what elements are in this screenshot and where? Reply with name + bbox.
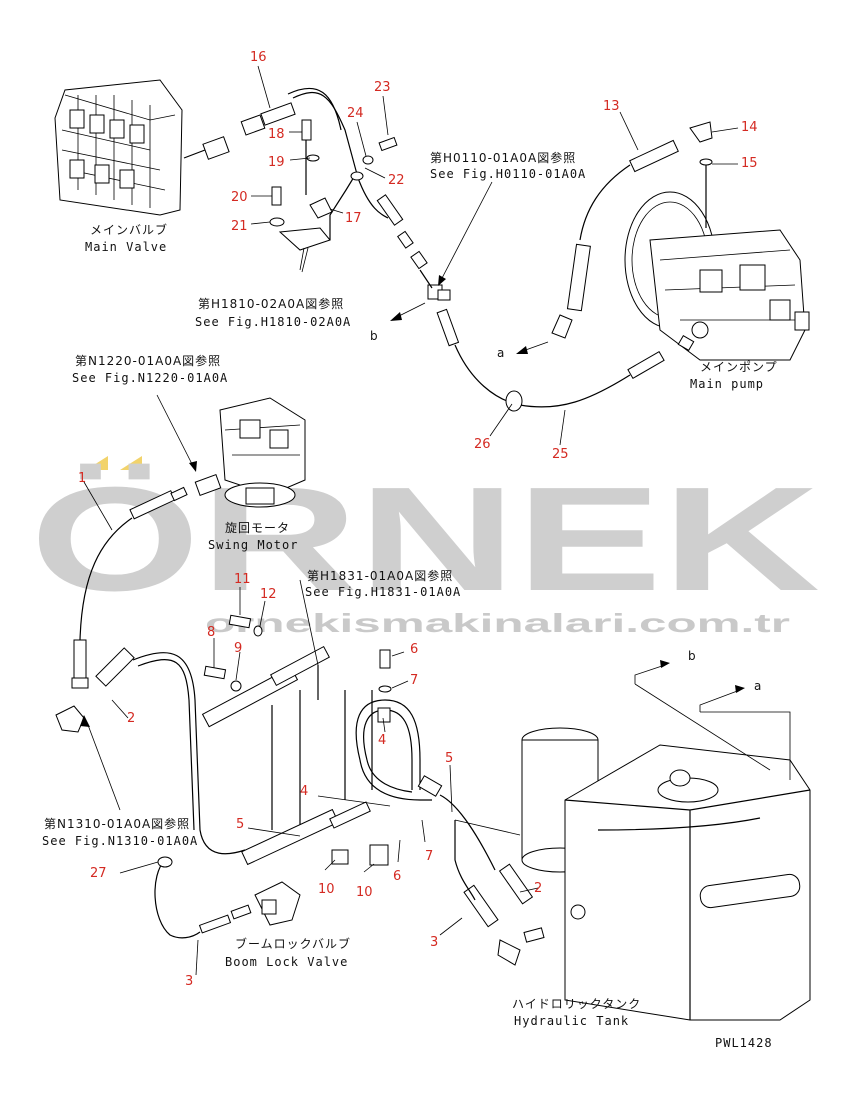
watermark-accent-right bbox=[120, 456, 142, 470]
hose-1 bbox=[71, 486, 188, 689]
bolts-8-12 bbox=[203, 614, 263, 692]
watermark-url: ornekismakinalari.com.tr bbox=[205, 608, 790, 638]
main-pump-jp: メインポンプ bbox=[700, 360, 778, 374]
callout-25: 25 bbox=[552, 447, 569, 462]
left-fitting bbox=[55, 705, 121, 811]
callout-11: 11 bbox=[234, 572, 251, 587]
hose-27 bbox=[154, 859, 201, 939]
callout-7-top: 7 bbox=[410, 673, 418, 688]
ref-n1310-jp: 第N1310-01A0A図参照 bbox=[44, 816, 190, 831]
labels: メインバルブ Main Valve 第H0110-01A0A図参照 See Fi… bbox=[42, 150, 778, 1050]
ref-n1220-jp: 第N1220-01A0A図参照 bbox=[75, 353, 221, 368]
callout-1: 1 bbox=[78, 471, 86, 486]
callout-5-center: 5 bbox=[236, 817, 244, 832]
watermark-accent-left bbox=[86, 456, 108, 470]
callout-7-bottom: 7 bbox=[425, 849, 433, 864]
callout-21: 21 bbox=[231, 219, 248, 234]
callout-13: 13 bbox=[603, 99, 620, 114]
boom-lock-valve bbox=[198, 881, 301, 934]
hydraulic-tank bbox=[521, 727, 811, 1021]
callout-2-left: 2 bbox=[127, 711, 135, 726]
callout-15: 15 bbox=[741, 156, 758, 171]
ref-h0110-en: See Fig.H0110-01A0A bbox=[430, 167, 586, 181]
boom-lock-jp: ブームロックバルブ bbox=[235, 936, 351, 951]
arrow-b-label: b bbox=[370, 329, 379, 343]
callout-22: 22 bbox=[388, 173, 405, 188]
ref-h0110-jp: 第H0110-01A0A図参照 bbox=[430, 150, 576, 165]
main-pump-en: Main pump bbox=[690, 377, 764, 391]
ref-h1810-jp: 第H1810-02A0A図参照 bbox=[198, 296, 344, 311]
ref-n1310-en: See Fig.N1310-01A0A bbox=[42, 834, 198, 848]
callout-3-right: 3 bbox=[430, 935, 438, 950]
ref-h1831-jp: 第H1831-01A0A図参照 bbox=[307, 568, 453, 583]
callout-17: 17 bbox=[345, 211, 362, 226]
watermark-brand: ÖRNEK bbox=[30, 457, 820, 622]
callout-27: 27 bbox=[90, 866, 107, 881]
callout-2-right: 2 bbox=[534, 881, 542, 896]
callout-9: 9 bbox=[234, 641, 242, 656]
clamp-bar-lower bbox=[241, 690, 389, 866]
ref-n1220-en: See Fig.N1220-01A0A bbox=[72, 371, 228, 385]
tee-fitting bbox=[419, 269, 521, 406]
elbow-14 bbox=[689, 121, 713, 228]
main-valve bbox=[54, 79, 183, 216]
callout-4-loop: 4 bbox=[378, 733, 386, 748]
leader-lines bbox=[83, 65, 739, 936]
hyd-tank-en: Hydraulic Tank bbox=[514, 1014, 629, 1028]
callout-6-bottom: 6 bbox=[393, 869, 401, 884]
bracket-assembly bbox=[269, 119, 398, 251]
callout-6-top: 6 bbox=[410, 642, 418, 657]
main-valve-en: Main Valve bbox=[85, 240, 167, 254]
ref-h1810-en: See Fig.H1810-02A0A bbox=[195, 315, 351, 329]
hose-16-outline bbox=[287, 87, 342, 131]
hose-3-right bbox=[439, 794, 545, 966]
callout-3-left: 3 bbox=[185, 974, 193, 989]
callouts: 16 23 24 18 19 22 20 17 21 13 14 15 26 2… bbox=[78, 50, 758, 989]
callout-24: 24 bbox=[347, 106, 364, 121]
arrow-b-top: b bbox=[370, 302, 426, 343]
clamp-27 bbox=[157, 856, 173, 868]
callout-12: 12 bbox=[260, 587, 277, 602]
callout-18: 18 bbox=[268, 127, 285, 142]
callout-23: 23 bbox=[374, 80, 391, 95]
hose-loop-center bbox=[355, 649, 443, 801]
callout-4-center: 4 bbox=[300, 784, 308, 799]
arrow-b-bottom-label: b bbox=[688, 649, 697, 663]
reference-lines: b a bbox=[597, 649, 791, 831]
callout-16: 16 bbox=[250, 50, 267, 65]
callout-19: 19 bbox=[268, 155, 285, 170]
swing-motor bbox=[194, 397, 306, 508]
arrow-a-label: a bbox=[497, 346, 505, 360]
hose-25 bbox=[505, 350, 665, 412]
callout-5-right: 5 bbox=[445, 751, 453, 766]
arrow-a-bottom-label: a bbox=[754, 679, 762, 693]
callout-8: 8 bbox=[207, 625, 215, 640]
boom-lock-en: Boom Lock Valve bbox=[225, 955, 348, 969]
swing-motor-jp: 旋回モータ bbox=[225, 521, 290, 535]
callout-10-left: 10 bbox=[318, 882, 335, 897]
main-valve-fitting bbox=[183, 102, 296, 160]
callout-20: 20 bbox=[231, 190, 248, 205]
hose-16 bbox=[292, 91, 389, 219]
hose-2-left bbox=[95, 647, 246, 855]
watermark: ÖRNEK ornekismakinalari.com.tr bbox=[30, 456, 820, 638]
hose-13 bbox=[551, 139, 679, 339]
callout-14: 14 bbox=[741, 120, 758, 135]
callout-26: 26 bbox=[474, 437, 491, 452]
ref-h1831-en: See Fig.H1831-01A0A bbox=[305, 585, 461, 599]
drawing-code: PWL1428 bbox=[715, 1036, 773, 1050]
swing-motor-en: Swing Motor bbox=[208, 538, 298, 552]
hyd-tank-jp: ハイドロリックタンク bbox=[512, 997, 641, 1011]
main-pump bbox=[624, 191, 810, 361]
clamp-bar-upper bbox=[201, 645, 330, 830]
arrow-a-top: a bbox=[497, 341, 549, 360]
main-valve-jp: メインバルブ bbox=[90, 222, 168, 237]
callout-10-right: 10 bbox=[356, 885, 373, 900]
hose-16-end bbox=[376, 194, 404, 226]
